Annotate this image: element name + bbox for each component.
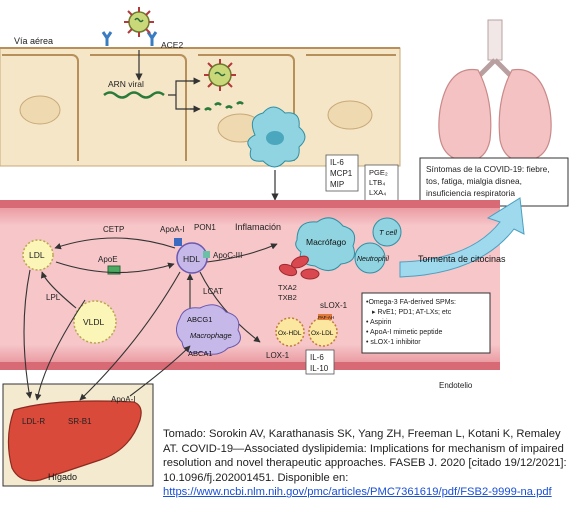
- citation-text: Tomado: Sorokin AV, Karathanasis SK, Yan…: [163, 428, 567, 484]
- symptoms-line: tos, fatiga, mialgia disnea,: [426, 176, 522, 186]
- airway-macrophage: [247, 106, 306, 201]
- neutrophil-label: Neutrophil: [357, 256, 389, 263]
- t-cell: T cell: [372, 217, 402, 247]
- il-box: IL-6 IL-10: [305, 349, 335, 375]
- ldlr-label: LDL-R: [22, 417, 45, 426]
- ace2-label: ACE2: [161, 40, 183, 50]
- vessel-macrophage: Macrófago: [295, 217, 356, 271]
- paf-ah-label: PAF-AH: [318, 315, 334, 320]
- sars-cov2-virus: [124, 7, 154, 37]
- liver-panel: LDL-R SR-B1 ApoA-I Hígado: [2, 383, 154, 487]
- liver-label: Hígado: [48, 472, 77, 482]
- macrophage-es-label: Macrófago: [306, 237, 346, 247]
- citation-link[interactable]: https://www.ncbi.nlm.nih.gov/pmc/article…: [163, 486, 552, 499]
- abcg1-label: ABCG1: [187, 315, 212, 324]
- new-virion: [204, 59, 236, 91]
- cytokine-storm-arrow: Tormenta de citocinas: [399, 197, 525, 278]
- pon1-label: PON1: [194, 223, 216, 232]
- srb1-label: SR-B1: [68, 417, 92, 426]
- cytokine-item: IL-6: [330, 158, 344, 167]
- vldl-label: VLDL: [83, 317, 105, 327]
- ldl-label: LDL: [29, 250, 45, 260]
- neutrophil: Neutrophil: [354, 242, 389, 274]
- tcell-label: T cell: [379, 228, 397, 237]
- airway-epithelium: Vía aérea: [0, 36, 401, 167]
- cytokines-box-1: IL-6 MCP1 MIP: [325, 154, 359, 192]
- lox1-label: LOX-1: [266, 351, 290, 360]
- airway-label: Vía aérea: [14, 36, 53, 46]
- apoe-protein: [107, 265, 121, 275]
- macrophage-label: Macrophage: [190, 331, 232, 340]
- txa2-label: TXA2: [278, 283, 297, 292]
- apoe-label: ApoE: [98, 255, 118, 264]
- ox-hdl-label: Ox-HDL: [278, 330, 302, 337]
- citation-caption: Tomado: Sorokin AV, Karathanasis SK, Yan…: [163, 427, 575, 500]
- cytokine-item: LXA₄: [369, 188, 386, 197]
- cytokine-item: PGE₂: [369, 168, 388, 177]
- treatment-item: • ApoA-I mimetic peptide: [366, 329, 442, 336]
- red-blood-cells: [278, 255, 320, 280]
- hdl-label: HDL: [183, 254, 200, 264]
- ace2-receptors: ACE2: [101, 31, 183, 50]
- ldl-particle: LDL: [22, 239, 54, 271]
- symptoms-box: Síntomas de la COVID-19: fiebre, tos, fa…: [419, 157, 569, 207]
- il6-label: IL-6: [310, 353, 324, 362]
- symptoms-line: insuficiencia respiratoria: [426, 188, 515, 198]
- ox-ldl-particle: Ox-LDL PAF-AH: [308, 314, 338, 347]
- cetp-label: CETP: [103, 225, 124, 234]
- treatment-item: • sLOX-1 inhibitor: [366, 339, 421, 346]
- cytokine-storm-label: Tormenta de citocinas: [418, 254, 506, 264]
- treatment-item: • Aspirin: [366, 319, 392, 326]
- treatment-item: ▸ RvE1; PD1; AT-LXs; etc: [372, 309, 452, 316]
- apoa1-liver-label: ApoA-I: [111, 395, 135, 404]
- treatments-box: •Omega-3 FA-derived SPMs: ▸ RvE1; PD1; A…: [361, 292, 491, 354]
- endothelium-label: Endotelio: [439, 381, 473, 390]
- ox-ldl-label: Ox-LDL: [311, 330, 334, 337]
- cytokine-item: MIP: [330, 180, 344, 189]
- rna-fragments: [204, 101, 244, 111]
- abca1-label: ABCA1: [188, 349, 213, 358]
- vldl-particle: VLDL: [73, 300, 117, 344]
- viral-rna: ARN viral: [103, 79, 165, 99]
- inflammation-label: Inflamación: [235, 222, 281, 232]
- lcat-label: LCAT: [203, 287, 223, 296]
- viral-rna-label: ARN viral: [108, 79, 144, 89]
- lpl-label: LPL: [46, 293, 61, 302]
- cytokine-item: LTB₄: [369, 178, 385, 187]
- symptoms-line: Síntomas de la COVID-19: fiebre,: [426, 164, 550, 174]
- lungs: [438, 19, 552, 162]
- apoa1-label: ApoA-I: [160, 225, 184, 234]
- hdl-particle: HDL: [174, 238, 210, 274]
- treatment-item: •Omega-3 FA-derived SPMs:: [366, 299, 456, 306]
- cytokine-item: MCP1: [330, 169, 353, 178]
- ox-hdl-particle: Ox-HDL: [275, 317, 305, 347]
- lipid-macrophage: Macrophage ABCG1 ABCA1: [176, 304, 241, 358]
- slox1-label: sLOX-1: [320, 301, 348, 310]
- apoc3-label: ApoC-III: [213, 251, 242, 260]
- txb2-label: TXB2: [278, 293, 297, 302]
- il10-label: IL-10: [310, 364, 329, 373]
